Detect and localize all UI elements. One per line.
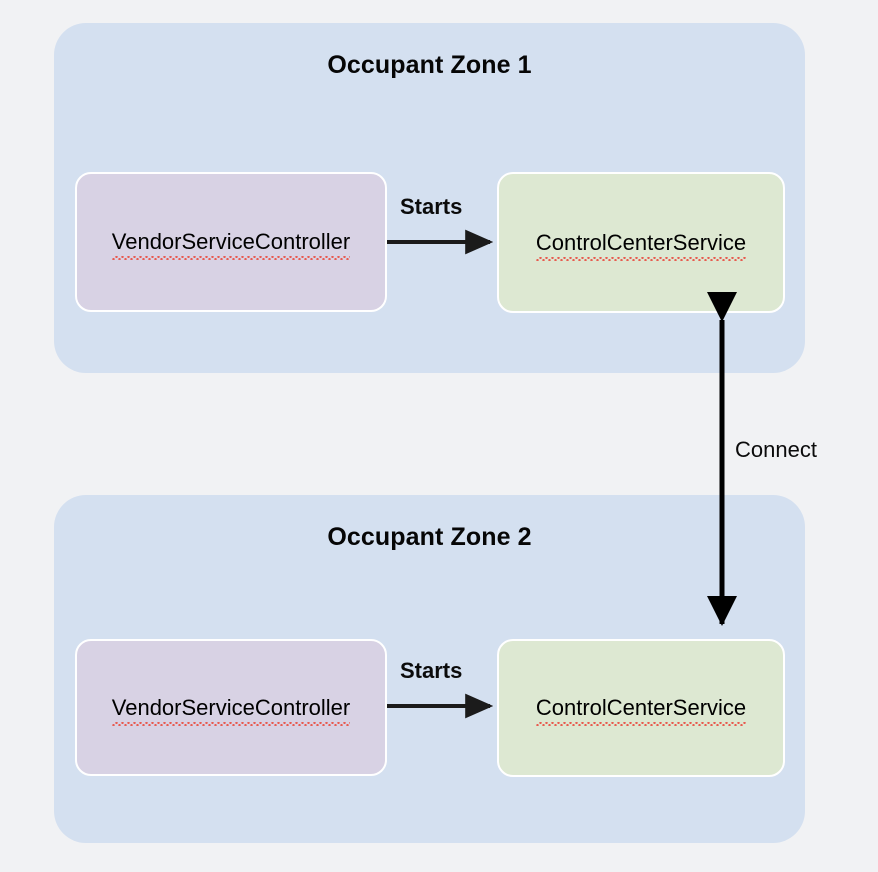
- zone-container-1: Occupant Zone 1 VendorServiceController …: [54, 23, 805, 373]
- node-control-center-service-2[interactable]: ControlCenterService: [497, 639, 785, 777]
- node-label: VendorServiceController: [111, 694, 351, 726]
- zone-title-1: Occupant Zone 1: [327, 51, 532, 79]
- zone-title-2: Occupant Zone 2: [327, 523, 532, 551]
- zone-container-2: Occupant Zone 2 VendorServiceController …: [54, 495, 805, 843]
- edge-label-connect: Connect: [735, 437, 817, 462]
- node-label: ControlCenterService: [535, 229, 747, 261]
- node-vendor-service-controller-1[interactable]: VendorServiceController: [75, 172, 387, 312]
- edge-label-starts-1: Starts: [400, 194, 463, 219]
- node-vendor-service-controller-2[interactable]: VendorServiceController: [75, 639, 387, 776]
- node-control-center-service-1[interactable]: ControlCenterService: [497, 172, 785, 313]
- node-label: ControlCenterService: [535, 695, 747, 726]
- edge-label-starts-2: Starts: [400, 658, 463, 683]
- node-label: VendorServiceController: [111, 229, 351, 260]
